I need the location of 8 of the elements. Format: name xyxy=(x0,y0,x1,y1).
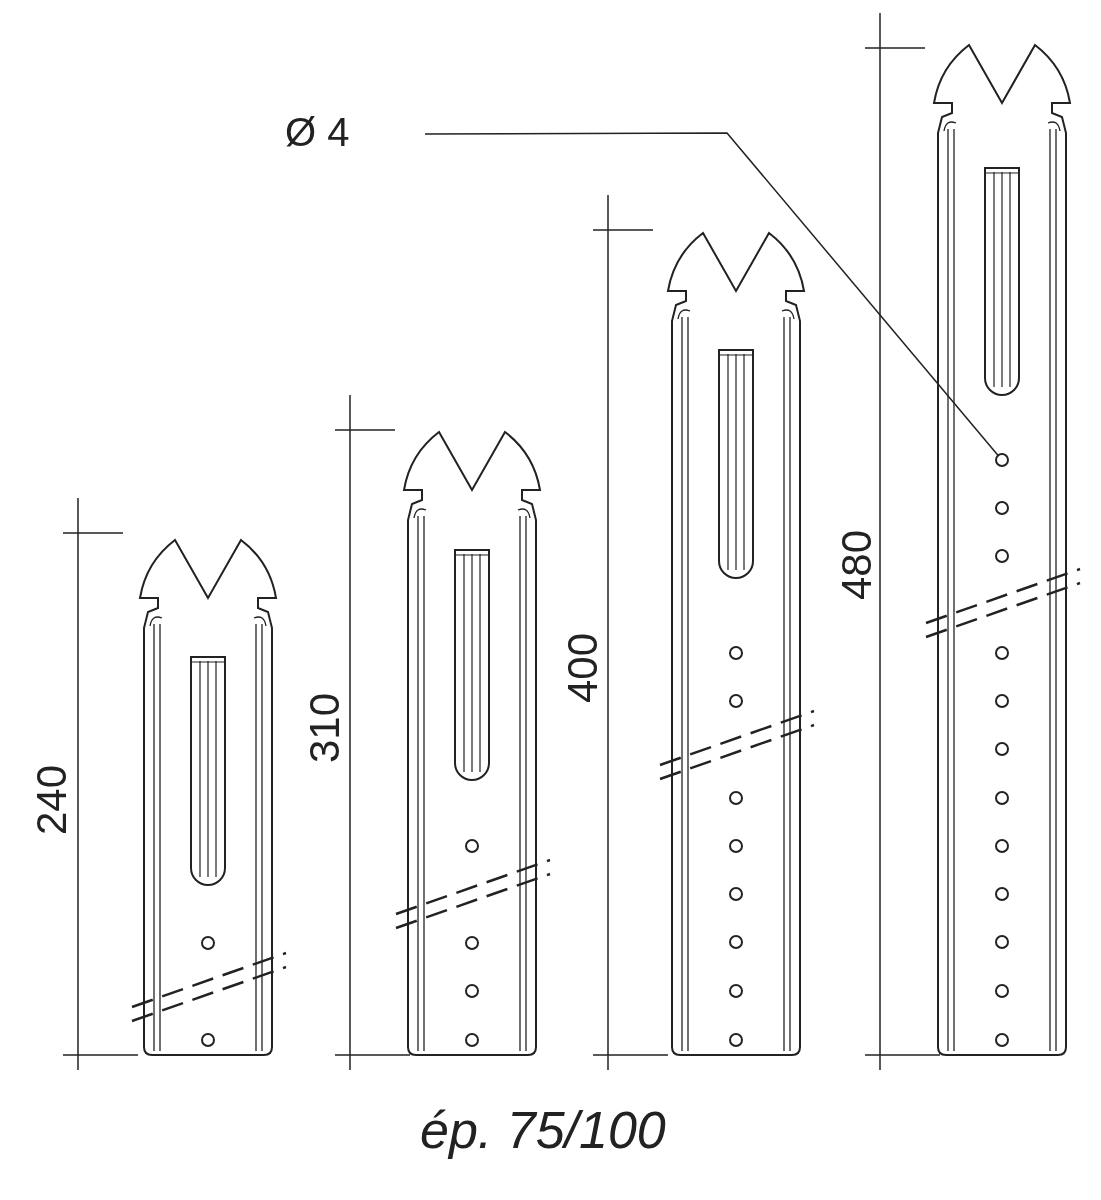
hole xyxy=(995,453,1009,467)
dimension-value: 400 xyxy=(559,632,607,704)
callout-label: Ø 4 xyxy=(285,110,420,155)
dimension-value: 480 xyxy=(833,529,881,601)
thickness-note: ép. 75/100 xyxy=(420,1100,666,1160)
leader-line xyxy=(424,132,999,457)
dimension-value: 240 xyxy=(28,764,76,836)
dimension-value: 310 xyxy=(301,692,349,764)
